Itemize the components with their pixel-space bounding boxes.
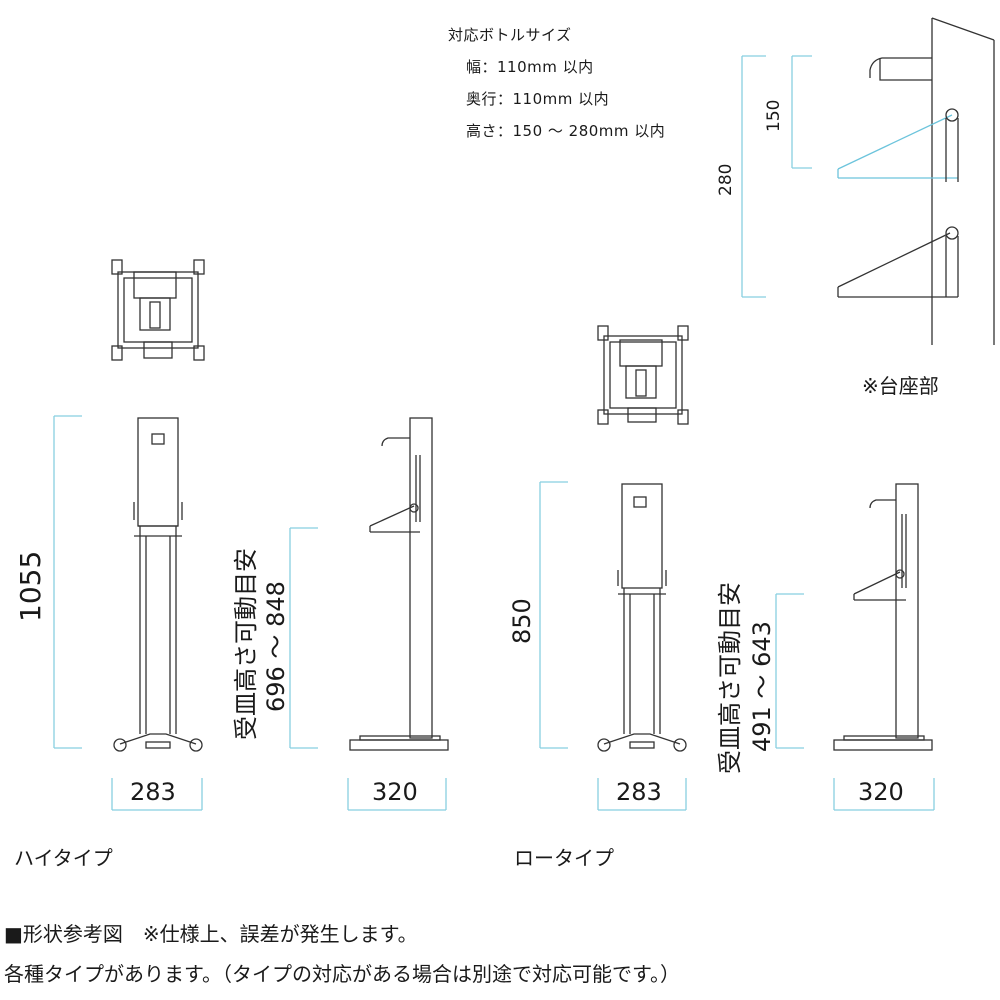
dimension-lines — [53, 415, 935, 811]
base-dim-280: 280 — [716, 163, 736, 196]
high-width-front: 283 — [130, 778, 176, 806]
spec-width: 幅：110mm 以内 — [466, 58, 594, 76]
low-tray-label: 受皿高さ可動目安 — [716, 582, 744, 774]
high-height-dim: 1055 — [14, 550, 47, 622]
low-top-view — [597, 325, 689, 425]
base-caption: ※台座部 — [862, 374, 939, 398]
spec-height: 高さ：150 ～ 280mm 以内 — [466, 122, 666, 140]
high-type-name: ハイタイプ — [14, 846, 113, 870]
low-width-side: 320 — [858, 778, 904, 806]
low-side-view — [833, 483, 933, 751]
low-width-front: 283 — [616, 778, 662, 806]
high-top-view — [111, 259, 205, 361]
low-front-view — [597, 483, 687, 752]
high-width-side: 320 — [372, 778, 418, 806]
low-height-dim: 850 — [508, 598, 536, 644]
spec-depth: 奥行：110mm 以内 — [466, 90, 610, 108]
high-front-view — [113, 417, 203, 752]
high-side-view — [349, 417, 449, 751]
base-detail-drawing — [741, 17, 995, 345]
spec-title: 対応ボトルサイズ — [448, 26, 572, 44]
base-dim-150: 150 — [764, 99, 784, 132]
low-type-name: ロータイプ — [514, 846, 614, 870]
low-tray-range: 491 ～ 643 — [748, 621, 776, 752]
footer-note-2: 各種タイプがあります。（タイプの対応がある場合は別途で対応可能です。） — [4, 962, 680, 986]
high-tray-range: 696 ～ 848 — [262, 581, 290, 712]
footer-note-1: ■形状参考図 ※仕様上、誤差が発生します。 — [4, 922, 418, 946]
